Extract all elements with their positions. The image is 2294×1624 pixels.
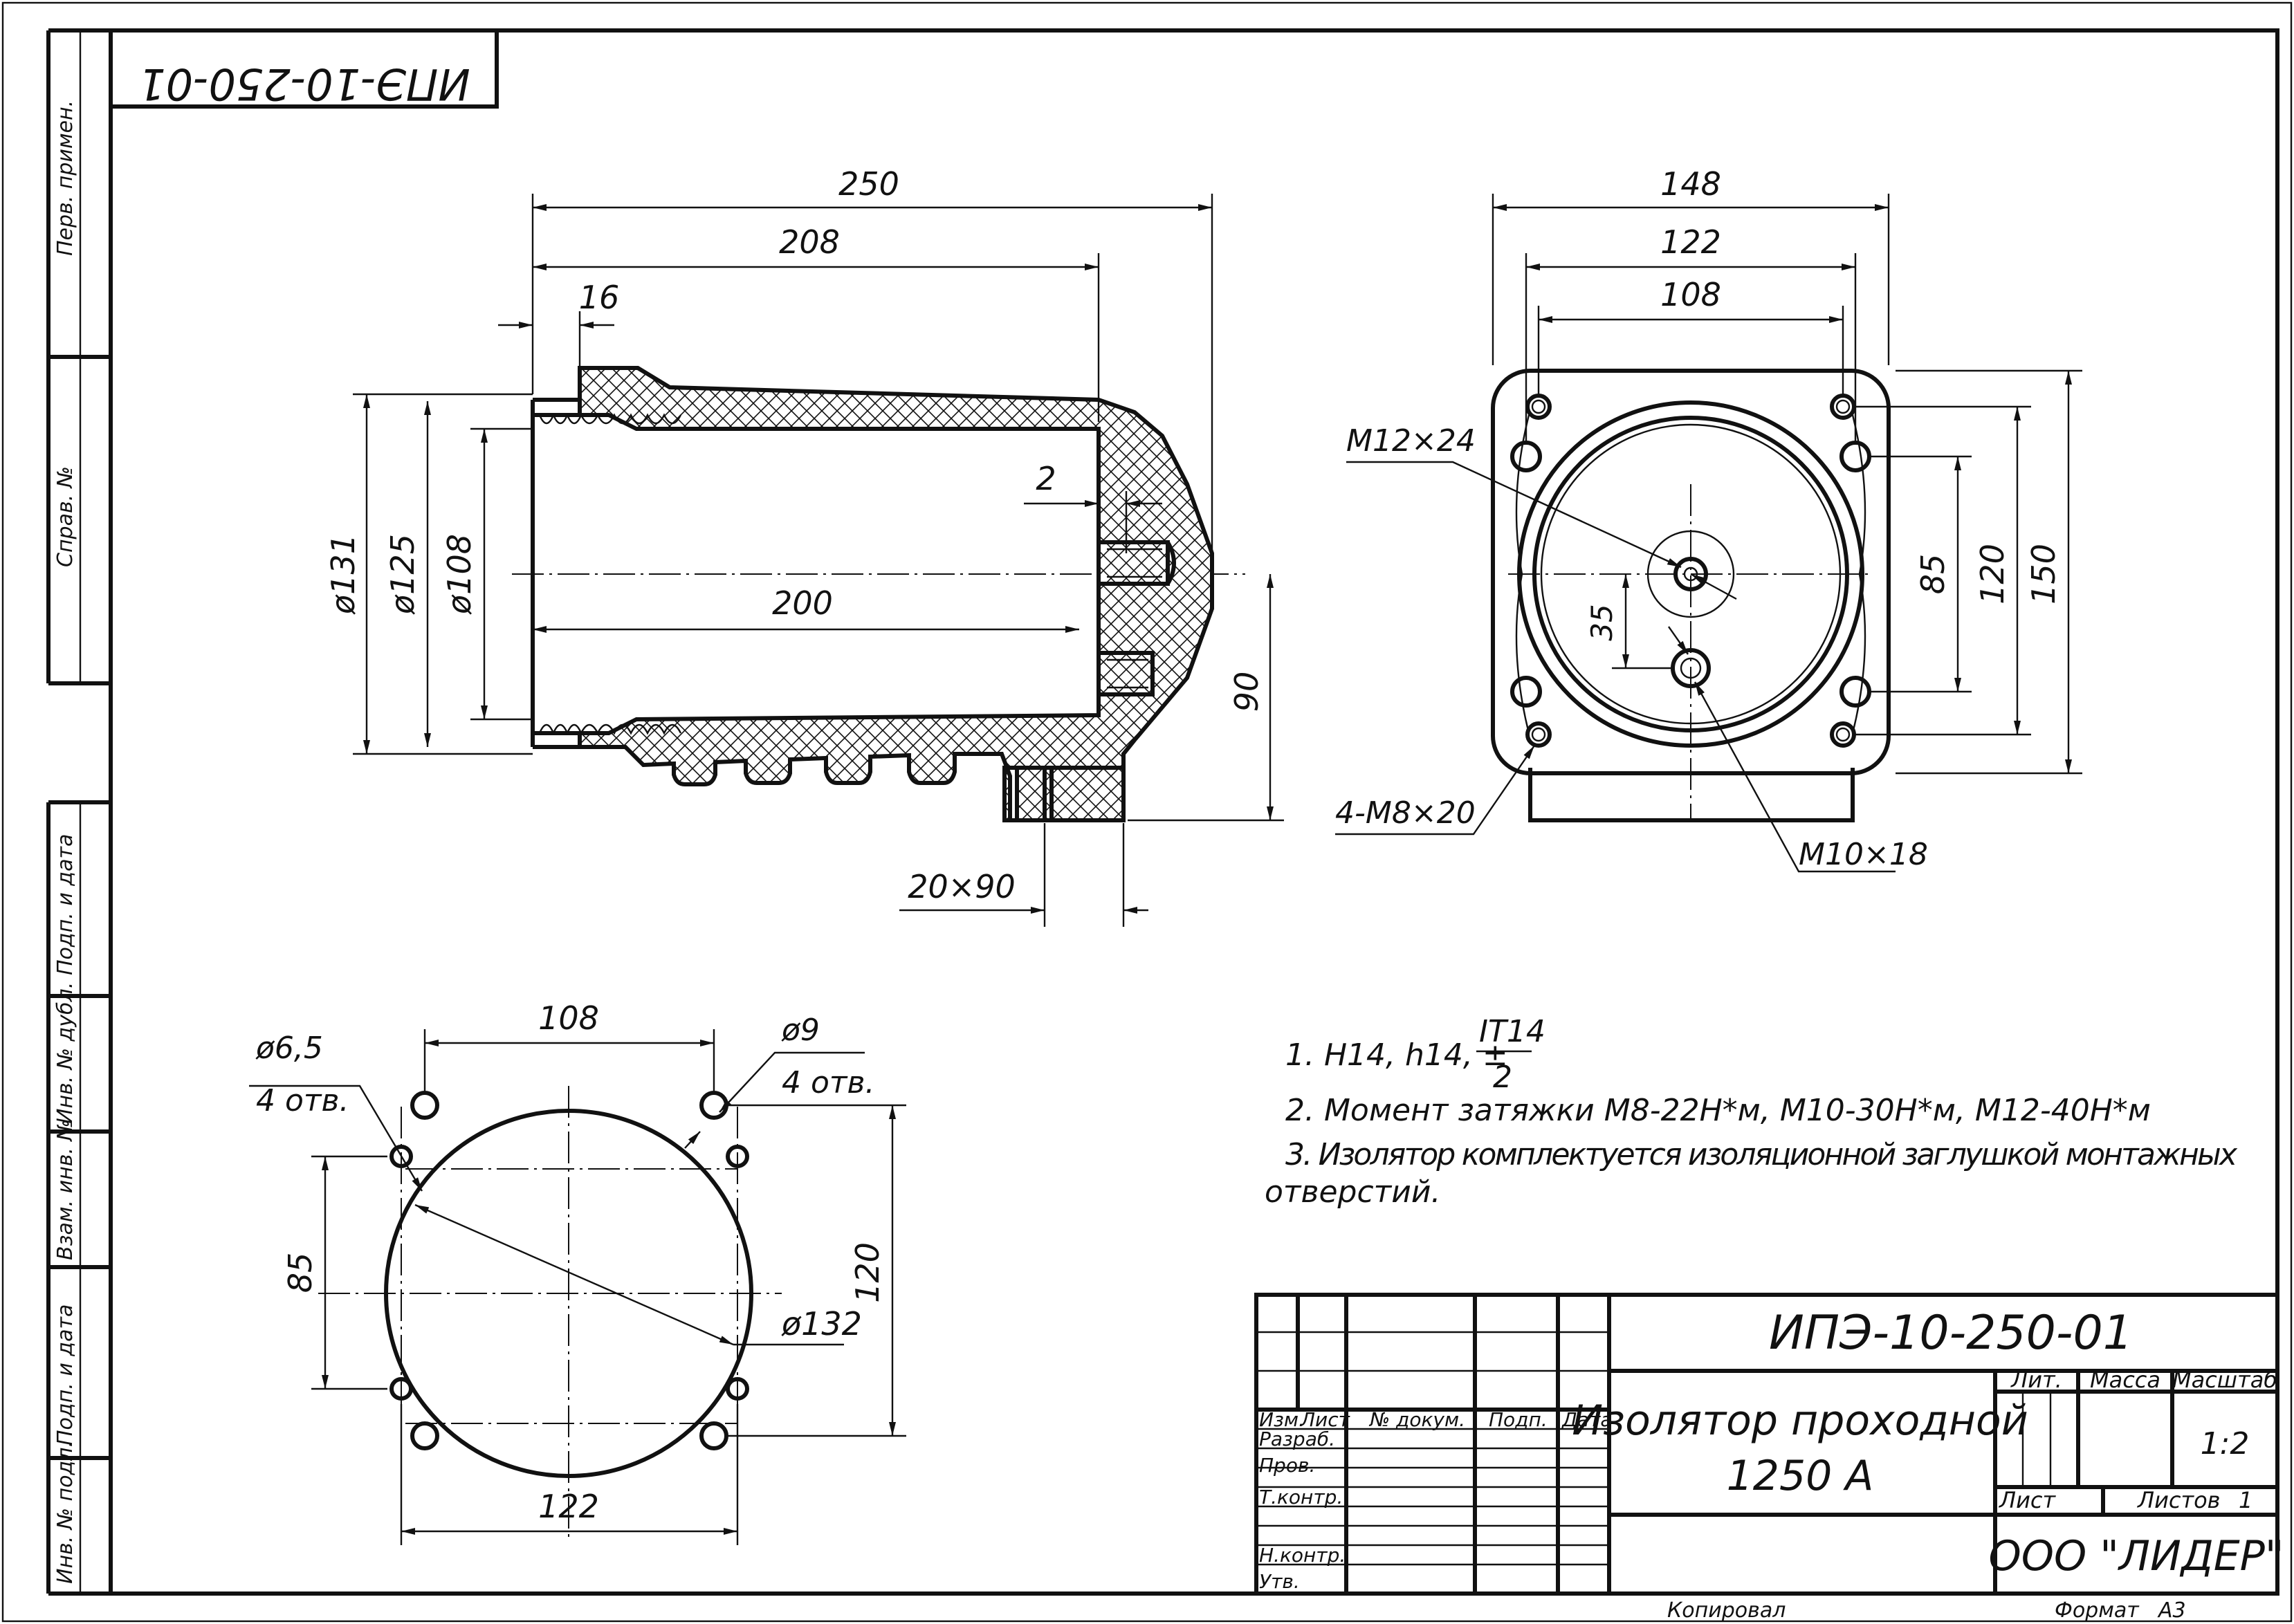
side-view: 148 122 108 85 120 150 35 bbox=[1335, 165, 2082, 873]
side-labels: Перв. примен. Справ. № Подп. и дата Инв.… bbox=[53, 100, 77, 1584]
side-label-sprav: Справ. № bbox=[53, 466, 77, 567]
side-dim-122: 122 bbox=[1660, 223, 1721, 261]
side-label-inv-podl: Инв. № подл. bbox=[53, 1441, 77, 1584]
footer-format-value: А3 bbox=[2157, 1598, 2186, 1623]
front-dim-125: ø125 bbox=[384, 534, 421, 615]
tb-col-date: Дата bbox=[1561, 1408, 1613, 1431]
tb-designation: ИПЭ-10-250-01 bbox=[1769, 1306, 2133, 1360]
stamp-top: ИПЭ-10-250-01 bbox=[111, 30, 499, 109]
hole-pattern-holes bbox=[389, 1091, 749, 1450]
tb-masshtab: Масштаб bbox=[2172, 1367, 2277, 1393]
side-label-podp2: Подп. и дата bbox=[53, 1304, 77, 1446]
side-label-inv-dubl: Инв. № дубл. bbox=[53, 982, 77, 1124]
hole-dim-132: ø132 bbox=[781, 1305, 862, 1342]
tb-org: ООО "ЛИДЕР" bbox=[1989, 1532, 2284, 1580]
callout-m8: 4-M8×20 bbox=[1335, 795, 1476, 831]
tb-sheets: Листов bbox=[2137, 1487, 2221, 1513]
hole-pattern-view: 108 122 85 120 ø132 ø6,5 4 отв. ø9 4 от bbox=[249, 999, 906, 1545]
technical-notes: 1. H14, h14, ± IT14 2 2. Момент затяжки … bbox=[1265, 1014, 2238, 1210]
side-label-vzam: Взам. инв. № bbox=[53, 1119, 77, 1260]
note-2: 2. Момент затяжки М8-22Н*м, М10-30Н*м, М… bbox=[1285, 1093, 2151, 1128]
tb-name-line2: 1250 А bbox=[1727, 1452, 1874, 1500]
tb-row-utv: Утв. bbox=[1259, 1570, 1300, 1593]
tb-col-doc: № докум. bbox=[1368, 1408, 1465, 1431]
hole-pattern-dims: 108 122 85 120 ø132 bbox=[282, 999, 906, 1545]
tb-row-razrab: Разраб. bbox=[1259, 1428, 1335, 1450]
hole-pattern-callouts: ø6,5 4 отв. ø9 4 отв. bbox=[249, 1013, 874, 1192]
tb-row-nkontr: Н.контр. bbox=[1259, 1544, 1346, 1567]
tb-col-list: Лист bbox=[1300, 1408, 1350, 1431]
tb-row-prov: Пров. bbox=[1259, 1454, 1315, 1477]
note-3a: 3. Изолятор комплектуется изоляционной з… bbox=[1285, 1137, 2238, 1172]
side-label-perv: Перв. примен. bbox=[53, 100, 77, 256]
footer-format: Формат bbox=[2055, 1598, 2140, 1623]
front-dim-200: 200 bbox=[772, 584, 833, 622]
tb-lit: Лит. bbox=[2010, 1367, 2062, 1393]
callout-small-dia: ø6,5 bbox=[255, 1031, 323, 1066]
callout-m10: M10×18 bbox=[1799, 837, 1928, 872]
title-block: ИПЭ-10-250-01 Изолятор проходной 1250 А … bbox=[1254, 1293, 2284, 1596]
tb-row-tkontr: Т.контр. bbox=[1259, 1486, 1343, 1508]
tb-massa: Масса bbox=[2090, 1367, 2160, 1393]
tb-name-line1: Изолятор проходной bbox=[1572, 1396, 2028, 1445]
front-dim-108: ø108 bbox=[441, 534, 478, 615]
tb-sheets-count: 1 bbox=[2239, 1487, 2252, 1513]
hole-dim-108: 108 bbox=[538, 999, 599, 1037]
front-dim-16: 16 bbox=[579, 279, 620, 316]
side-dim-108: 108 bbox=[1660, 276, 1721, 313]
callout-large-dia: ø9 bbox=[781, 1013, 820, 1048]
note-1-denominator: 2 bbox=[1493, 1060, 1512, 1095]
callout-small-count: 4 отв. bbox=[256, 1083, 349, 1118]
side-label-podp1: Подп. и дата bbox=[53, 834, 77, 975]
hole-dim-85: 85 bbox=[282, 1253, 319, 1293]
side-callouts: M12×24 4-M8×20 M10×18 bbox=[1335, 423, 1928, 873]
front-view: 250 208 16 2 200 ø131 ø125 ø108 bbox=[324, 165, 1284, 927]
front-dim-20x90: 20×90 bbox=[908, 868, 1016, 905]
front-dim-131: ø131 bbox=[324, 534, 362, 615]
callout-m12: M12×24 bbox=[1346, 423, 1476, 459]
side-dim-150: 150 bbox=[2025, 544, 2062, 605]
tb-col-izm: Изм. bbox=[1259, 1408, 1305, 1431]
front-dim-90: 90 bbox=[1228, 672, 1265, 712]
hole-dim-122: 122 bbox=[538, 1488, 599, 1525]
note-3b: отверстий. bbox=[1265, 1174, 1440, 1210]
tb-sheet: Лист bbox=[1999, 1487, 2056, 1513]
stamp-top-text: ИПЭ-10-250-01 bbox=[138, 59, 470, 109]
footer: Копировал Формат А3 bbox=[1667, 1598, 2186, 1623]
tb-col-sign: Подп. bbox=[1489, 1408, 1548, 1431]
callout-large-count: 4 отв. bbox=[782, 1065, 874, 1100]
hole-dim-120: 120 bbox=[849, 1242, 886, 1303]
front-dim-250: 250 bbox=[838, 165, 899, 203]
side-dim-148: 148 bbox=[1660, 165, 1721, 203]
side-dim-120: 120 bbox=[1974, 544, 2011, 605]
note-1-numerator: IT14 bbox=[1479, 1014, 1545, 1049]
side-dim-35: 35 bbox=[1585, 604, 1619, 640]
footer-copied: Копировал bbox=[1667, 1598, 1786, 1623]
front-dim-2: 2 bbox=[1036, 460, 1056, 497]
tb-scale: 1:2 bbox=[2201, 1426, 2250, 1461]
front-dim-208: 208 bbox=[779, 223, 840, 261]
side-dim-85: 85 bbox=[1914, 554, 1952, 595]
note-1-prefix: 1. H14, h14, ± bbox=[1285, 1037, 1508, 1073]
front-dims: 250 208 16 2 200 ø131 ø125 ø108 bbox=[324, 165, 1284, 927]
side-dims: 148 122 108 85 120 150 35 bbox=[1492, 165, 2082, 775]
